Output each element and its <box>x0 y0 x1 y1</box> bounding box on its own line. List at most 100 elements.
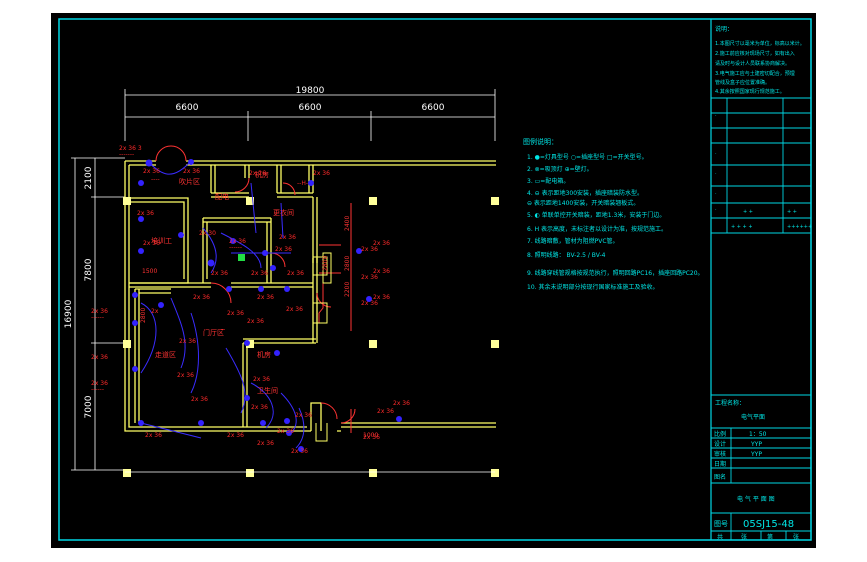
legend-item: 7. 线路暗敷，管材为阻燃PVC管。 <box>527 237 619 245</box>
svg-text:2x 36: 2x 36 <box>251 404 268 411</box>
note-line: 3.电气施工应与土建密切配合，预埋 <box>715 70 795 77</box>
grid-mark: + + <box>787 209 797 215</box>
room-label: 机房 <box>255 170 269 179</box>
row-value: 1：50 <box>749 431 767 438</box>
column <box>246 469 254 477</box>
legend-item: 8. 照明线路： BV-2.5 / BV-4 <box>527 251 606 259</box>
svg-text:----: ---- <box>151 176 160 183</box>
light-fixture <box>284 418 290 424</box>
row-value: YYP <box>750 451 762 458</box>
row-label: 审核 <box>714 450 726 458</box>
light-fixture <box>308 180 314 186</box>
row-label: 设计 <box>714 440 726 448</box>
svg-text:2x 36: 2x 36 <box>361 274 378 281</box>
light-fixture <box>138 420 144 426</box>
room-label: 培训工 <box>151 236 172 245</box>
dim-vertical-1: 2100 <box>84 166 94 189</box>
inner-dim: 2200 <box>344 282 351 297</box>
svg-text:2x 36: 2x 36 <box>313 170 330 177</box>
svg-text:2x 36: 2x 36 <box>91 380 108 387</box>
sheet-text: 张 <box>793 533 799 541</box>
legend-item: ⊖ 表示距地1400安装，开关暗装翘板式。 <box>527 199 639 207</box>
light-fixture <box>286 430 292 436</box>
drawing-frame: 19800 6600 6600 6600 16900 2100 7800 700… <box>51 13 816 548</box>
drawing-no-label: 图号 <box>714 520 728 528</box>
svg-text:2x 36: 2x 36 <box>286 306 303 313</box>
svg-text:2x 36: 2x 36 <box>247 318 264 325</box>
svg-text:2x 36: 2x 36 <box>143 240 160 247</box>
dim-overall: 19800 <box>296 86 325 96</box>
light-fixture <box>284 286 290 292</box>
legend-item: 9. 线路穿线管规格按规范执行，照明回路PC16，插座回路PC20。 <box>527 269 704 277</box>
inner-dim: 2800 <box>322 256 329 271</box>
svg-text:2x 36 3: 2x 36 3 <box>119 145 142 152</box>
light-fixture <box>244 395 250 401</box>
circuit-annotations: 2x 36 3------- 2x 36---- 2x 36 2x 26 2x … <box>91 145 410 455</box>
inner-dim: 2800 <box>140 308 147 323</box>
exterior-walls <box>312 252 332 442</box>
legend-item: 3. ▭=配电箱。 <box>527 177 569 185</box>
column <box>491 340 499 348</box>
drawing-title: 电 气 平 面 图 <box>737 495 775 503</box>
room-label: 机房 <box>257 350 271 359</box>
svg-text:2x 36: 2x 36 <box>137 210 154 217</box>
svg-text:2x 36: 2x 36 <box>91 354 108 361</box>
walls <box>124 160 496 432</box>
legend-item: 1. ●=灯具型号 ○=插座型号 □=开关型号。 <box>527 153 648 161</box>
legend: 图例说明： 1. ●=灯具型号 ○=插座型号 □=开关型号。 2. ⊗=吸顶灯 … <box>523 137 704 291</box>
title-block-marks: ··· ·· + + + + + + + + ++++++ <box>715 113 812 230</box>
svg-text:2x 36: 2x 36 <box>295 412 312 419</box>
svg-text:2x 36: 2x 36 <box>291 448 308 455</box>
note-line: 管线及盒子应位置准确。 <box>715 79 770 86</box>
light-fixture <box>230 238 236 244</box>
title-block-text: 工程名称： 电气平面 比例 1：50 设计 YYP 审核 YYP 日期 图名 电… <box>714 399 799 541</box>
light-fixture <box>258 286 264 292</box>
svg-text:------: ------ <box>91 386 104 393</box>
inner-dim: 2800 <box>344 256 351 271</box>
dim-vertical-3: 7000 <box>84 395 94 418</box>
column <box>369 340 377 348</box>
svg-text:2x 36: 2x 36 <box>91 308 108 315</box>
svg-text:--: -- <box>221 326 225 333</box>
title-block-grid <box>711 97 811 540</box>
svg-text:--H-: --H- <box>297 180 308 187</box>
light-fixture <box>356 248 362 254</box>
svg-text:2x 36: 2x 36 <box>257 294 274 301</box>
note-line: 请及时与设计人员联系协商解决。 <box>715 60 790 67</box>
sheet-text: 张 <box>741 533 747 541</box>
svg-text:2x 36: 2x 36 <box>287 270 304 277</box>
light-fixture <box>226 286 232 292</box>
svg-text:------: ------ <box>229 244 242 251</box>
grid-mark: ++++++ <box>787 224 812 230</box>
column <box>123 340 131 348</box>
light-fixture <box>188 159 194 165</box>
row-label: 图名 <box>714 473 726 481</box>
light-fixture <box>138 248 144 254</box>
svg-text:2x: 2x <box>151 308 159 315</box>
legend-item: 10. 其余未说明部分按现行国家标准施工及验收。 <box>527 283 658 291</box>
distribution-box <box>238 254 245 261</box>
room-label: 更衣间 <box>273 208 294 217</box>
note-line: 1.本图尺寸以毫米为单位，标高以米计。 <box>715 40 805 47</box>
columns <box>123 197 499 477</box>
row-label: 日期 <box>714 460 726 468</box>
row-label: 比例 <box>714 430 726 438</box>
svg-text:2x 36: 2x 36 <box>363 434 380 441</box>
grid-mark: + + <box>743 209 753 215</box>
column <box>246 197 254 205</box>
svg-text:2x 36: 2x 36 <box>191 396 208 403</box>
inner-dim: 1500 <box>142 268 157 275</box>
project-value: 电气平面 <box>741 413 765 421</box>
svg-text:2x 36: 2x 36 <box>193 294 210 301</box>
svg-text:2x 36: 2x 36 <box>275 246 292 253</box>
light-fixture <box>138 216 144 222</box>
room-label: 走道区 <box>155 350 176 359</box>
svg-text:2x 36: 2x 36 <box>143 168 160 175</box>
inner-dim: 2400 <box>344 216 351 231</box>
svg-text:2x 36: 2x 36 <box>253 376 270 383</box>
legend-item: 2. ⊗=吸顶灯 ⊕=壁灯。 <box>527 165 593 173</box>
svg-text:2x 36: 2x 36 <box>183 168 200 175</box>
light-fixture <box>138 180 144 186</box>
cad-drawing: 19800 6600 6600 6600 16900 2100 7800 700… <box>58 18 812 541</box>
room-label: 门厅区 <box>203 328 224 337</box>
